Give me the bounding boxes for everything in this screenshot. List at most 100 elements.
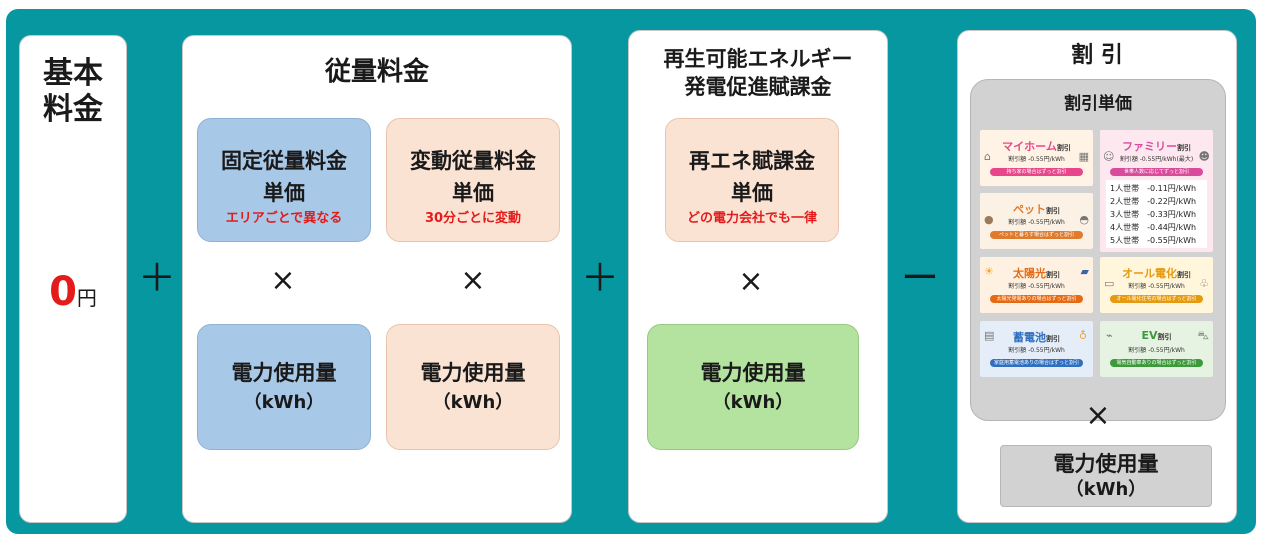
house-icon: ⌂ xyxy=(984,150,991,163)
renewable-surcharge-panel: 再生可能エネルギー 発電促進賦課金 再エネ賦課金 単価 どの電力会社でも一律 ×… xyxy=(628,30,888,523)
renewable-kwh-box: 電力使用量 （kWh） xyxy=(647,324,859,450)
cat-icon: ◓ xyxy=(1079,213,1089,226)
discount-panel: 割 引 割引単価 マイホーム割引 割引額 -0.55円/kWh 持ち家の場合はず… xyxy=(957,30,1237,523)
battery-discount-band: 家庭用蓄電池ありの場合はずっと割引 xyxy=(990,359,1083,367)
variable-unit-price-box: 変動従量料金 単価 30分ごとに変動 xyxy=(386,118,560,242)
plus-operator-1: ＋ xyxy=(137,256,176,300)
discount-kwh-label: 電力使用量 xyxy=(1053,452,1159,476)
pet-discount-title: ペット割引 xyxy=(980,201,1093,217)
times-operator-renewable: × xyxy=(738,264,764,299)
apartment-icon: ▦ xyxy=(1078,150,1089,163)
family-discount-title: ファミリー割引 xyxy=(1100,138,1213,154)
usage-fee-panel: 従量料金 固定従量料金 単価 エリアごとで異なる 変動従量料金 単価 30分ごと… xyxy=(182,35,572,523)
basic-fee-title-line1: 基本 xyxy=(43,56,103,91)
all-electric-discount-card: オール電化割引 割引額 -0.55円/kWh オール電化住宅の場合はずっと割引 … xyxy=(1100,257,1213,313)
car-icon: ⛍ xyxy=(1197,329,1209,342)
ev-discount-suffix: 割引 xyxy=(1157,333,1172,341)
solar-discount-title: 太陽光割引 xyxy=(980,265,1093,281)
discount-title: 割 引 xyxy=(1071,43,1123,68)
variable-unit-price-note: 30分ごとに変動 xyxy=(424,211,522,226)
solar-discount-card: 太陽光割引 割引額 -0.55円/kWh 太陽光発電ありの場合はずっと割引 ☀ … xyxy=(980,257,1093,313)
family-discount-band: 世帯人数に応じてずっと割引 xyxy=(1110,168,1203,176)
times-operator-discount: × xyxy=(1085,398,1111,433)
discount-kwh-box: 電力使用量 （kWh） xyxy=(1000,445,1212,507)
fixed-unit-price-sublabel: 単価 xyxy=(263,181,305,205)
battery-discount-suffix: 割引 xyxy=(1046,335,1060,343)
pet-discount-amount: 割引額 -0.55円/kWh xyxy=(1008,219,1065,226)
solar-discount-name: 太陽光 xyxy=(1013,267,1046,280)
renewable-unit-price-box: 再エネ賦課金 単価 どの電力会社でも一律 xyxy=(665,118,839,242)
family-tier-list: 1人世帯 -0.11円/kWh 2人世帯 -0.22円/kWh 3人世帯 -0.… xyxy=(1106,180,1207,248)
battery-discount-title: 蓄電池割引 xyxy=(980,329,1093,345)
usage-fee-title: 従量料金 xyxy=(324,57,429,87)
ev-discount-card: EV割引 割引額 -0.55円/kWh 電気自動車ありの場合はずっと割引 ⌁ ⛍ xyxy=(1100,321,1213,377)
all-electric-discount-amount: 割引額 -0.55円/kWh xyxy=(1128,283,1185,290)
dog-icon: ● xyxy=(984,213,994,226)
discount-unit-price-box: 割引単価 マイホーム割引 割引額 -0.55円/kWh 持ち家の場合はずっと割引… xyxy=(970,79,1226,421)
battery-discount-name: 蓄電池 xyxy=(1013,331,1046,344)
ev-discount-band: 電気自動車ありの場合はずっと割引 xyxy=(1110,359,1203,367)
solar-panel-icon: ▰ xyxy=(1080,265,1089,278)
variable-kwh-unit: （kWh） xyxy=(432,392,514,413)
pet-discount-suffix: 割引 xyxy=(1046,207,1060,215)
fixed-unit-price-note: エリアごとで異なる xyxy=(225,211,343,226)
family-group-icon: ☻ xyxy=(1198,150,1210,163)
ev-discount-name: EV xyxy=(1141,329,1158,342)
discount-unit-price-title: 割引単価 xyxy=(1064,94,1132,114)
pet-discount-card: ペット割引 割引額 -0.55円/kWh ペットと暮らす場合はずっと割引 ● ◓ xyxy=(980,193,1093,249)
pet-discount-name: ペット xyxy=(1013,203,1046,216)
myhome-discount-suffix: 割引 xyxy=(1056,144,1071,152)
fixed-unit-price-label: 固定従量料金 xyxy=(221,149,347,173)
basic-fee-panel: 基本 料金 0円 xyxy=(19,35,127,523)
all-electric-discount-band: オール電化住宅の場合はずっと割引 xyxy=(1110,295,1203,303)
family-discount-amount: 割引額 -0.55円/kWh(最大) xyxy=(1119,156,1194,163)
solar-discount-band: 太陽光発電ありの場合はずっと割引 xyxy=(990,295,1083,303)
myhome-discount-band: 持ち家の場合はずっと割引 xyxy=(990,168,1083,176)
basic-fee-number: 0 xyxy=(49,269,77,315)
pet-discount-band: ペットと暮らす場合はずっと割引 xyxy=(990,231,1083,239)
all-electric-discount-name: オール電化 xyxy=(1122,267,1177,280)
stove-icon: ▭ xyxy=(1104,277,1115,290)
renewable-title-line2: 発電促進賦課金 xyxy=(684,75,832,99)
lightbulb-icon: ♧ xyxy=(1199,277,1209,290)
plus-operator-2: ＋ xyxy=(580,256,619,300)
fixed-unit-price-box: 固定従量料金 単価 エリアごとで異なる xyxy=(197,118,371,242)
times-operator-variable: × xyxy=(460,263,486,298)
sun-icon: ☀ xyxy=(984,265,994,278)
variable-kwh-box: 電力使用量 （kWh） xyxy=(386,324,560,450)
myhome-discount-card: マイホーム割引 割引額 -0.55円/kWh 持ち家の場合はずっと割引 ⌂ ▦ xyxy=(980,130,1093,186)
renewable-unit-price-sublabel: 単価 xyxy=(731,181,773,205)
all-electric-discount-suffix: 割引 xyxy=(1177,271,1191,279)
family-discount-suffix: 割引 xyxy=(1177,144,1191,152)
fixed-kwh-box: 電力使用量 （kWh） xyxy=(197,324,371,450)
fixed-kwh-unit: （kWh） xyxy=(243,392,325,413)
family-tier-2: 2人世帯 -0.22円/kWh xyxy=(1110,197,1197,206)
variable-kwh-label: 電力使用量 xyxy=(420,361,526,385)
basic-fee-title-line2: 料金 xyxy=(43,92,103,127)
variable-unit-price-label: 変動従量料金 xyxy=(410,149,536,173)
discount-kwh-unit: （kWh） xyxy=(1065,479,1147,500)
family-discount-card: ファミリー割引 割引額 -0.55円/kWh(最大) 世帯人数に応じてずっと割引… xyxy=(1100,130,1213,252)
family-tier-3: 3人世帯 -0.33円/kWh xyxy=(1110,210,1197,219)
bulb-icon: ♁ xyxy=(1078,329,1087,342)
renewable-unit-price-label: 再エネ賦課金 xyxy=(689,149,815,173)
myhome-discount-amount: 割引額 -0.55円/kWh xyxy=(1008,156,1065,163)
basic-fee-unit: 円 xyxy=(76,286,97,310)
myhome-discount-name: マイホーム xyxy=(1002,140,1057,153)
solar-discount-amount: 割引額 -0.55円/kWh xyxy=(1008,283,1065,290)
renewable-title-line1: 再生可能エネルギー xyxy=(663,47,853,71)
minus-operator: ー xyxy=(900,256,939,300)
family-tier-5: 5人世帯 -0.55円/kWh xyxy=(1110,236,1197,245)
all-electric-discount-title: オール電化割引 xyxy=(1100,265,1213,281)
renewable-kwh-label: 電力使用量 xyxy=(700,361,806,385)
renewable-unit-price-note: どの電力会社でも一律 xyxy=(686,211,817,226)
variable-unit-price-sublabel: 単価 xyxy=(452,181,494,205)
times-operator-fixed: × xyxy=(270,263,296,298)
solar-discount-suffix: 割引 xyxy=(1046,271,1060,279)
ev-discount-amount: 割引額 -0.55円/kWh xyxy=(1128,347,1185,354)
renewable-kwh-unit: （kWh） xyxy=(712,392,794,413)
battery-icon: ▤ xyxy=(984,329,995,342)
family-discount-name: ファミリー xyxy=(1122,140,1177,153)
fixed-kwh-label: 電力使用量 xyxy=(231,361,337,385)
battery-discount-card: 蓄電池割引 割引額 -0.55円/kWh 家庭用蓄電池ありの場合はずっと割引 ▤… xyxy=(980,321,1093,377)
